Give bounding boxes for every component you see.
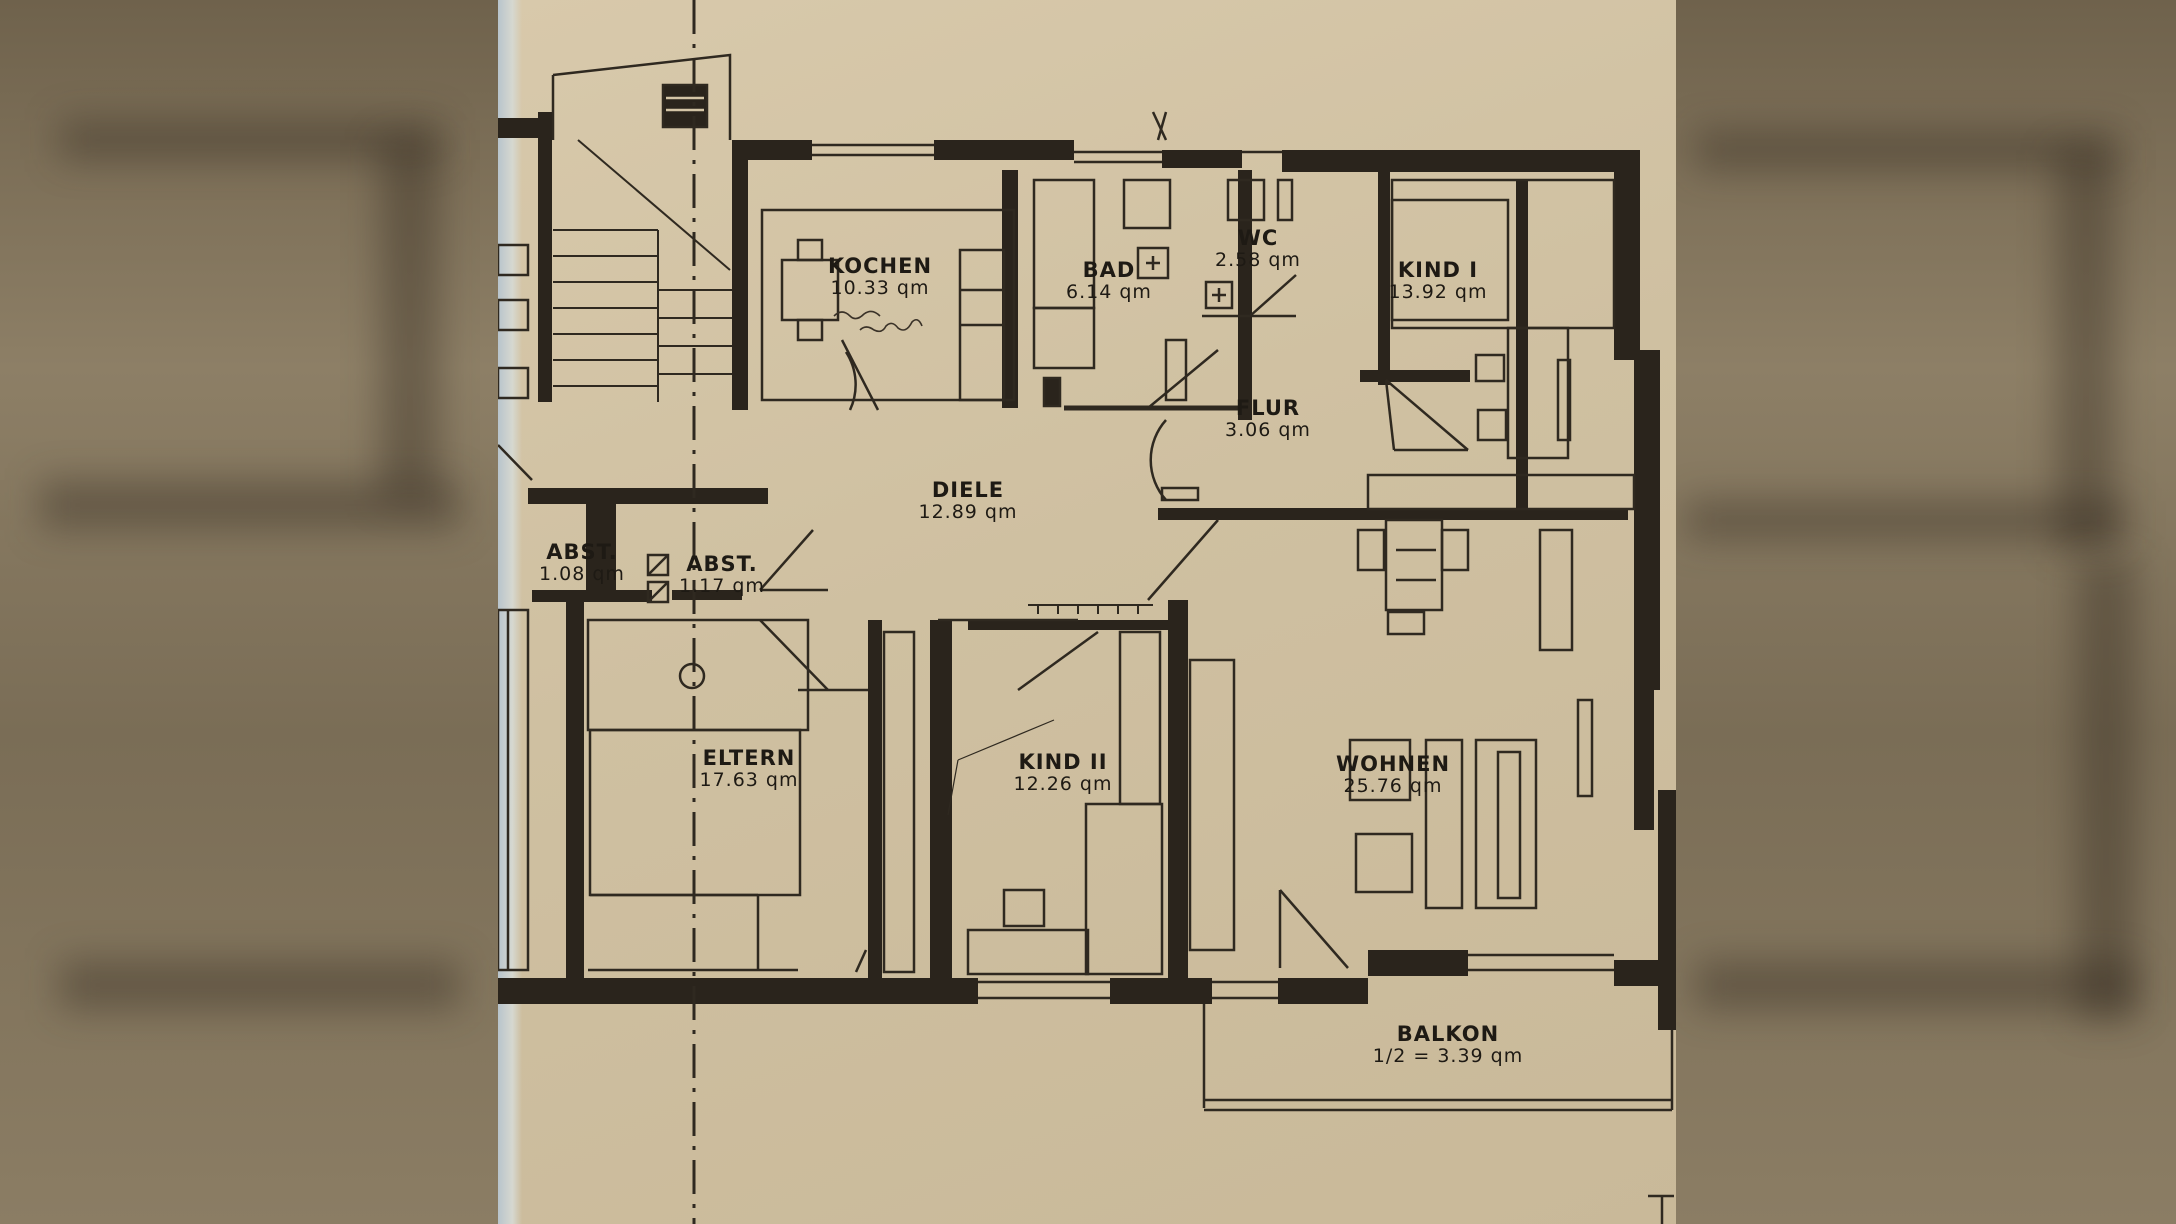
walls [498,112,1676,1030]
room-name: FLUR [1235,396,1301,420]
room-area: 17.63 qm [699,769,799,792]
floor-plan-paper: KOCHEN 10.33 qm BAD 6.14 qm WC 2.58 qm K… [498,0,1676,1224]
handwritten-notes [833,310,923,333]
room-name: ABST. [686,552,758,576]
room-label-abst-2: ABST. 1.17 qm [676,552,768,598]
room-area: 3.06 qm [1225,419,1311,442]
room-label-wohnen: WOHNEN 25.76 qm [1328,752,1458,798]
room-area: 2.58 qm [1215,249,1301,272]
room-label-kochen: KOCHEN 10.33 qm [820,254,940,300]
room-label-eltern: ELTERN 17.63 qm [684,746,814,792]
interior-lines [498,0,1674,1224]
room-area: 25.76 qm [1343,775,1443,798]
room-area: 1/2 = 3.39 qm [1372,1045,1524,1068]
room-area: 1.17 qm [679,575,765,598]
room-label-bad: BAD 6.14 qm [1054,258,1164,304]
room-name: KOCHEN [827,254,933,278]
annotation-marks [854,111,1674,1224]
room-name: KIND II [1018,750,1108,774]
room-label-kind-1: KIND I 13.92 qm [1378,258,1498,304]
paper-edge [498,0,522,1224]
room-name: ELTERN [702,746,796,770]
room-area: 6.14 qm [1066,281,1152,304]
room-name: WC [1237,226,1279,250]
room-name: WOHNEN [1335,752,1451,776]
room-area: 13.92 qm [1388,281,1488,304]
blurred-background-left [0,0,498,1224]
room-label-flur: FLUR 3.06 qm [1218,396,1318,442]
room-area: 10.33 qm [830,277,930,300]
room-name: ABST. [546,540,618,564]
floor-plan-drawing [498,0,1676,1224]
room-label-kind-2: KIND II 12.26 qm [998,750,1128,796]
room-label-balkon: BALKON 1/2 = 3.39 qm [1358,1022,1538,1068]
room-area: 12.89 qm [918,501,1018,524]
room-area: 1.08 qm [539,563,625,586]
room-name: BALKON [1396,1022,1500,1046]
room-name: BAD [1082,258,1136,282]
room-label-wc: WC 2.58 qm [1208,226,1308,272]
room-label-diele: DIELE 12.89 qm [898,478,1038,524]
blurred-background-right [1676,0,2176,1224]
room-name: DIELE [931,478,1005,502]
room-label-abst-1: ABST. 1.08 qm [536,540,628,586]
room-name: KIND I [1397,258,1479,282]
room-area: 12.26 qm [1013,773,1113,796]
